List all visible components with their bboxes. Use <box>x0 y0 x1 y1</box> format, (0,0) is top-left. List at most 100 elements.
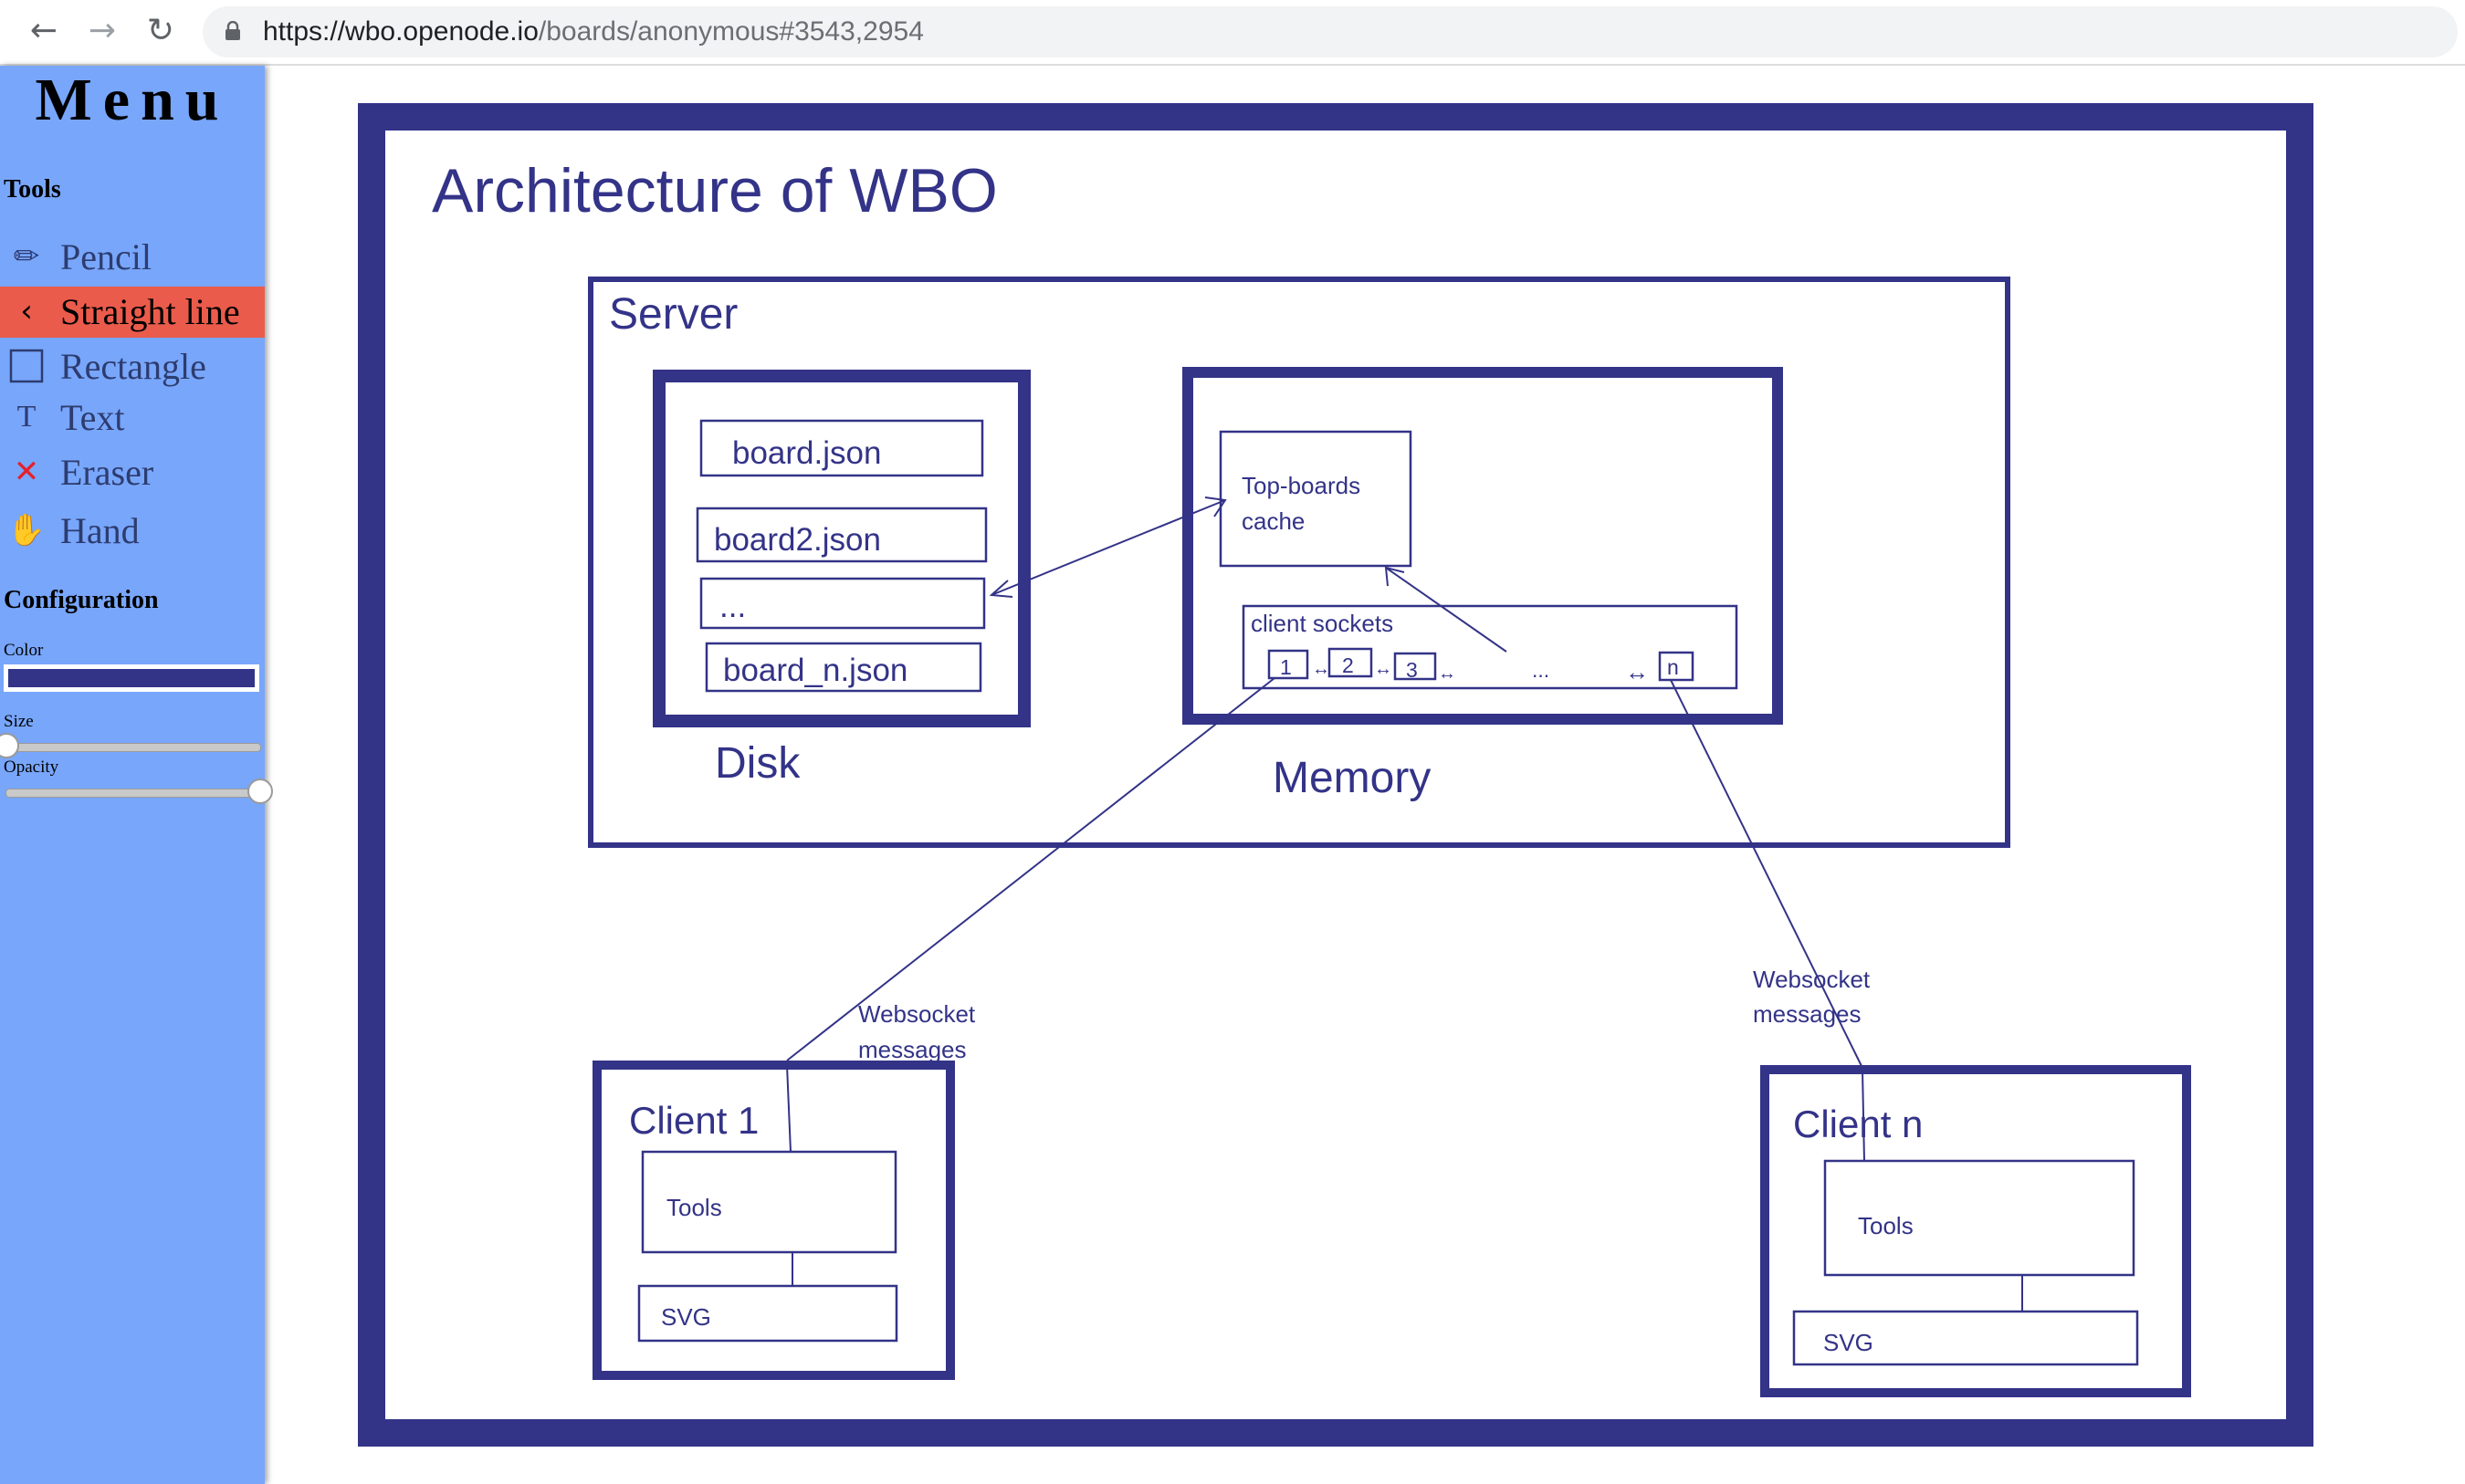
clientn-svg-label: SVG <box>1823 1329 1873 1356</box>
clientn-label: Client n <box>1793 1103 1923 1145</box>
clientn-connector <box>1862 1069 1865 1162</box>
sockets-cache-arrow <box>1385 567 1507 653</box>
opacity-slider-thumb[interactable] <box>247 779 273 804</box>
lock-icon <box>226 21 240 40</box>
arrow-right-icon[interactable]: → <box>88 12 117 49</box>
tool-label: Pencil <box>60 236 152 277</box>
outer-frame <box>358 103 2313 1447</box>
tool-text[interactable]: T Text <box>0 392 265 444</box>
arrowhead <box>989 580 1013 598</box>
arrowhead <box>1384 566 1405 587</box>
size-label: Size <box>4 712 34 731</box>
opacity-slider[interactable] <box>5 779 273 804</box>
whiteboard-drawing: Architecture of WBO Server Disk Memory b… <box>358 103 2313 1447</box>
url-text[interactable]: https://wbo.openode.io/boards/anonymous#… <box>263 6 924 57</box>
client1-box <box>593 1061 955 1380</box>
memory-label: Memory <box>1273 754 1431 802</box>
file-box-1 <box>699 419 984 477</box>
arrowhead <box>1204 496 1227 517</box>
websocket-label-left-2: messages <box>858 1036 967 1063</box>
client1-svg-box <box>637 1284 898 1343</box>
file-label-1: board.json <box>732 435 881 471</box>
color-picker[interactable] <box>4 664 259 692</box>
file-box-3 <box>699 577 986 630</box>
websocket-line-1 <box>786 677 1275 1061</box>
rectangle-icon <box>5 345 47 387</box>
websocket-label-right-2: messages <box>1753 1000 1862 1028</box>
socket-arrow: ↔ <box>1374 659 1392 679</box>
drawing-title: Architecture of WBO <box>432 156 998 225</box>
client-sockets-box <box>1242 604 1738 690</box>
server-box <box>588 277 2010 848</box>
socket-label-1: 1 <box>1280 655 1292 679</box>
file-label-2: board2.json <box>714 522 881 558</box>
client1-tools-box <box>641 1150 897 1254</box>
websocket-label-left-1: Websocket <box>858 1000 976 1028</box>
server-label: Server <box>609 290 738 339</box>
clientn-box <box>1760 1065 2191 1397</box>
tool-label: Straight line <box>60 291 240 332</box>
socket-dots: ... <box>1532 658 1549 682</box>
url-path: /boards/anonymous#3543,2954 <box>538 16 924 47</box>
tool-rectangle[interactable]: Rectangle <box>0 341 265 392</box>
whiteboard-canvas[interactable]: Architecture of WBO Server Disk Memory b… <box>265 66 2465 1484</box>
file-box-2 <box>696 507 988 563</box>
tool-label: Eraser <box>60 452 154 493</box>
socket-label-n: n <box>1667 655 1679 679</box>
socket-box-n <box>1658 651 1694 682</box>
file-box-4 <box>705 642 982 693</box>
client-sockets-label: client sockets <box>1251 610 1393 637</box>
tools-menu: Menu Tools ✏ Pencil ‹ Straight line Rect… <box>0 66 273 1484</box>
tool-label: Hand <box>60 510 140 551</box>
menu-title: Menu <box>35 67 230 133</box>
disk-cache-arrow <box>991 499 1226 596</box>
disk-label: Disk <box>715 739 801 788</box>
socket-arrow: ↔ <box>1625 658 1649 685</box>
opacity-label: Opacity <box>4 758 59 777</box>
color-label: Color <box>4 641 44 660</box>
client1-svg-label: SVG <box>661 1303 711 1331</box>
tool-pencil[interactable]: ✏ Pencil <box>0 232 265 283</box>
eraser-icon: ✕ <box>13 454 40 490</box>
configuration-heading: Configuration <box>4 586 159 614</box>
socket-arrow: ↔ <box>1438 664 1456 684</box>
address-bar[interactable]: https://wbo.openode.io/boards/anonymous#… <box>203 6 2458 57</box>
file-label-4: board_n.json <box>723 653 907 688</box>
straight-line-icon: ‹ <box>20 293 33 329</box>
cache-label-line1: Top-boards <box>1242 472 1360 499</box>
clientn-tools-box <box>1823 1159 2135 1277</box>
socket-label-2: 2 <box>1342 653 1354 677</box>
memory-box <box>1182 367 1783 725</box>
hand-icon: ✋ <box>6 512 47 549</box>
tool-label: Text <box>60 397 125 438</box>
socket-label-3: 3 <box>1406 658 1418 682</box>
websocket-label-right-1: Websocket <box>1753 966 1871 993</box>
client1-connector <box>786 1064 792 1153</box>
size-slider[interactable] <box>0 733 261 758</box>
browser-toolbar: ← → ↻ https://wbo.openode.io/boards/anon… <box>0 0 2465 66</box>
socket-box-1 <box>1267 649 1309 680</box>
socket-box-3 <box>1393 652 1437 681</box>
tools-heading: Tools <box>4 175 61 204</box>
arrow-left-icon[interactable]: ← <box>29 12 58 49</box>
tool-hand[interactable]: ✋ Hand <box>0 506 265 557</box>
color-swatch <box>8 669 255 687</box>
pencil-icon: ✏ <box>13 238 40 275</box>
reload-icon[interactable]: ↻ <box>146 12 175 49</box>
tool-straight-line[interactable]: ‹ Straight line <box>0 287 265 338</box>
cache-label-line2: cache <box>1242 507 1305 535</box>
disk-box <box>653 370 1031 727</box>
tool-eraser[interactable]: ✕ Eraser <box>0 447 265 498</box>
socket-box-2 <box>1327 647 1373 678</box>
clientn-tools-label: Tools <box>1858 1212 1914 1239</box>
client1-tools-label: Tools <box>666 1194 722 1221</box>
client1-label: Client 1 <box>629 1099 759 1142</box>
size-slider-thumb[interactable] <box>0 733 19 758</box>
url-domain: https://wbo.openode.io <box>263 16 539 47</box>
text-icon: T <box>16 400 37 434</box>
file-label-3: ... <box>719 589 746 624</box>
websocket-line-n <box>1670 679 1863 1069</box>
clientn-svg-box <box>1792 1310 2139 1366</box>
tool-label: Rectangle <box>60 346 206 387</box>
socket-arrow: ↔ <box>1312 659 1330 679</box>
